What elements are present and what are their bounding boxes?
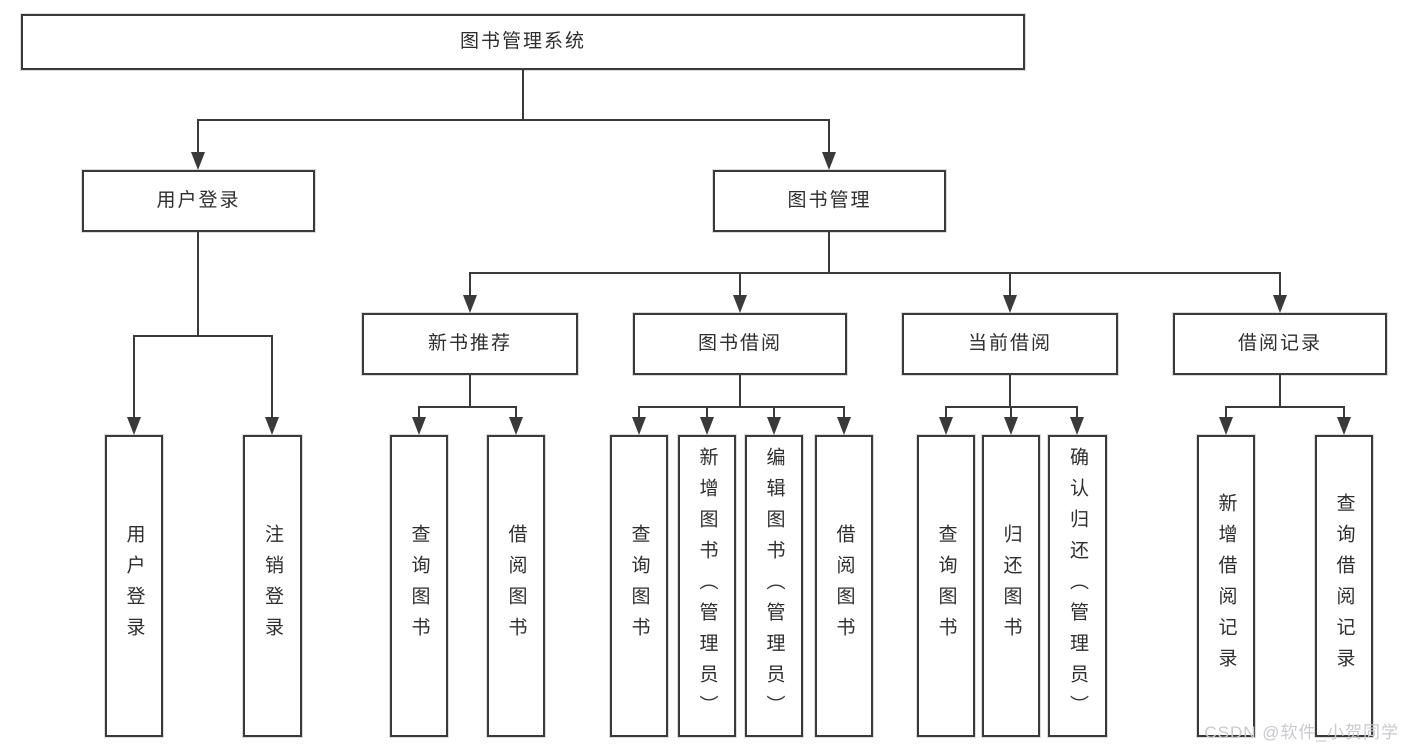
arrowhead-down-icon [1070,417,1084,435]
node-leaf-newbook-borrow-label: 借阅图书 [505,524,527,648]
node-new-book: 新书推荐 [362,313,578,375]
connector-line [828,119,830,154]
node-leaf-borrow-edit-label: 编辑图书（管理员） [763,446,785,726]
arrowhead-down-icon [939,417,953,435]
arrowhead-down-icon [822,152,836,170]
node-borrow-record: 借阅记录 [1173,313,1387,375]
connector-line [843,406,845,419]
connector-line [638,406,845,408]
connector-line [271,335,273,419]
arrowhead-down-icon [463,295,477,313]
node-leaf-borrow-add: 新增图书（管理员） [678,435,736,737]
connector-line [133,335,135,419]
node-leaf-logout-label: 注销登录 [262,524,283,648]
connector-line [739,375,741,406]
node-borrow-record-label: 借阅记录 [1237,332,1322,354]
node-user-login: 用户登录 [82,170,315,232]
watermark: CSDN @软件_小贺同学 [1204,723,1399,742]
node-new-book-label: 新书推荐 [427,332,512,354]
connector-line [1009,272,1011,296]
node-leaf-borrow-edit: 编辑图书（管理员） [745,435,803,737]
connector-line [828,232,830,272]
node-leaf-newbook-query: 查询图书 [390,435,448,737]
arrowhead-down-icon [127,417,141,435]
connector-line [469,272,471,296]
connector-line [706,406,708,419]
node-leaf-record-query-label: 查询借阅记录 [1333,493,1355,679]
arrowhead-down-icon [509,417,523,435]
connector-line [197,232,199,335]
connector-line [1010,406,1012,419]
connector-line [522,70,524,119]
connector-line [1343,406,1345,419]
connector-line [469,375,471,406]
node-leaf-current-confirm-label: 确认归还（管理员） [1067,446,1088,726]
arrowhead-down-icon [767,417,781,435]
node-leaf-current-confirm: 确认归还（管理员） [1048,435,1107,737]
arrowhead-down-icon [733,295,747,313]
arrowhead-down-icon [1273,295,1287,313]
connector-line [1279,375,1281,406]
connector-line [197,119,199,154]
node-leaf-current-query-label: 查询图书 [935,524,957,648]
arrowhead-down-icon [1337,417,1351,435]
node-leaf-current-query: 查询图书 [917,435,975,737]
node-leaf-current-return: 归还图书 [982,435,1040,737]
arrowhead-down-icon [1003,295,1017,313]
connector-line [1076,406,1078,419]
connector-line [1225,406,1227,419]
arrowhead-down-icon [191,152,205,170]
connector-line [945,406,947,419]
arrowhead-down-icon [265,417,279,435]
node-leaf-current-return-label: 归还图书 [1000,524,1022,648]
node-book-borrow-label: 图书借阅 [697,332,782,354]
connector-line [515,406,517,419]
connector-line [469,272,1281,274]
node-root: 图书管理系统 [21,14,1025,70]
node-leaf-record-add: 新增借阅记录 [1197,435,1255,737]
node-leaf-borrow-query: 查询图书 [610,435,668,737]
node-book-mgmt-label: 图书管理 [787,189,872,211]
node-leaf-borrow-add-label: 新增图书（管理员） [696,446,718,726]
arrowhead-down-icon [412,417,426,435]
node-leaf-newbook-query-label: 查询图书 [408,524,430,648]
node-leaf-borrow-borrow: 借阅图书 [815,435,873,737]
node-leaf-borrow-borrow-label: 借阅图书 [833,524,855,648]
arrowhead-down-icon [1004,417,1018,435]
connector-line [773,406,775,419]
arrowhead-down-icon [632,417,646,435]
connector-line [418,406,516,408]
node-leaf-borrow-query-label: 查询图书 [628,524,650,648]
connector-line [638,406,640,419]
node-current-borrow-label: 当前借阅 [967,332,1052,354]
connector-line [739,272,741,296]
connector-line [418,406,420,419]
node-leaf-record-add-label: 新增借阅记录 [1215,493,1237,679]
connector-line [1009,375,1011,406]
node-leaf-user-login-label: 用户登录 [123,524,145,648]
node-current-borrow: 当前借阅 [902,313,1118,375]
connector-line [1225,406,1345,408]
node-leaf-logout: 注销登录 [243,435,302,737]
arrowhead-down-icon [700,417,714,435]
node-root-label: 图书管理系统 [459,30,586,52]
node-leaf-newbook-borrow: 借阅图书 [487,435,545,737]
connector-line [1279,272,1281,296]
arrowhead-down-icon [1219,417,1233,435]
connector-line [133,335,273,337]
connector-line [197,119,830,121]
node-leaf-user-login: 用户登录 [105,435,163,737]
node-user-login-label: 用户登录 [156,189,241,211]
arrowhead-down-icon [837,417,851,435]
node-book-mgmt: 图书管理 [713,170,946,232]
node-book-borrow: 图书借阅 [633,313,847,375]
node-leaf-record-query: 查询借阅记录 [1315,435,1373,737]
